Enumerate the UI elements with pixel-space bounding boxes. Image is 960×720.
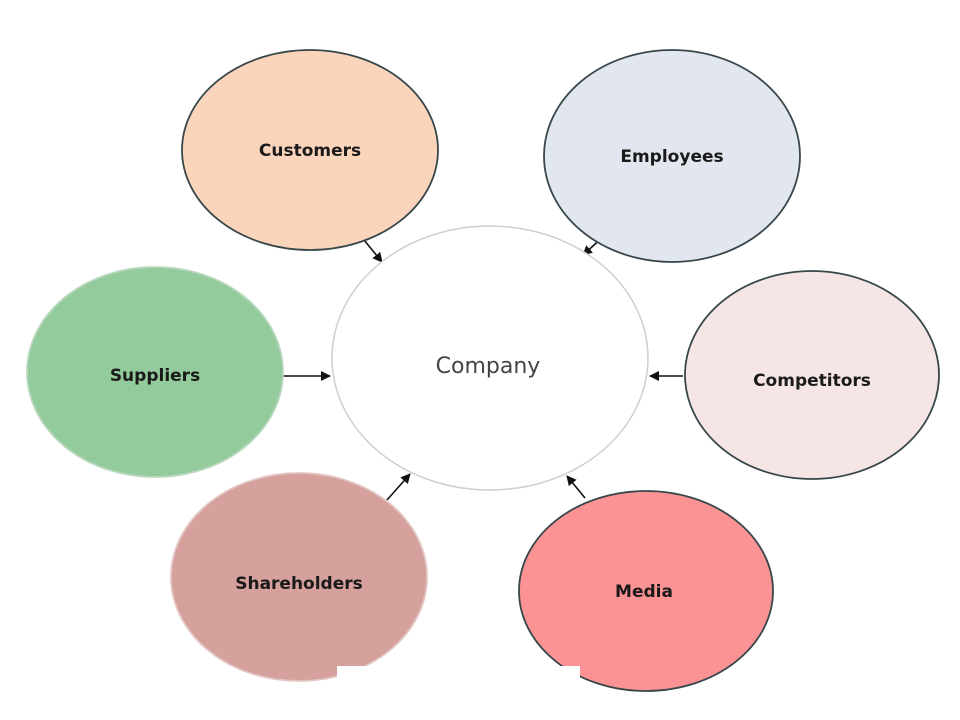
customers-label: Customers (259, 141, 361, 161)
customers-circle (181, 49, 439, 251)
company-label: Company (436, 354, 541, 379)
media-label: Media (615, 582, 673, 602)
employees-label: Employees (620, 147, 723, 167)
competitors-label: Competitors (753, 371, 871, 391)
arrow-shareholders-to-company (386, 473, 411, 501)
bottom-mask (337, 666, 580, 720)
arrow-media-to-company (566, 475, 586, 499)
company-circle (331, 225, 649, 491)
shareholders-circle (170, 472, 428, 682)
competitors-circle (684, 270, 940, 480)
media-circle (518, 490, 774, 692)
customers-node: Customers (181, 49, 439, 251)
employees-circle (543, 49, 801, 263)
arrow-customers-to-company (363, 239, 383, 263)
shareholders-node: Shareholders (170, 472, 428, 682)
suppliers-circle (26, 266, 284, 478)
suppliers-node: Suppliers (26, 266, 284, 478)
employees-node: Employees (543, 49, 801, 263)
media-node: Media (518, 490, 774, 692)
suppliers-label: Suppliers (110, 366, 200, 386)
competitors-node: Competitors (684, 270, 940, 480)
shareholders-label: Shareholders (235, 574, 363, 594)
company-node: Company (331, 225, 649, 491)
